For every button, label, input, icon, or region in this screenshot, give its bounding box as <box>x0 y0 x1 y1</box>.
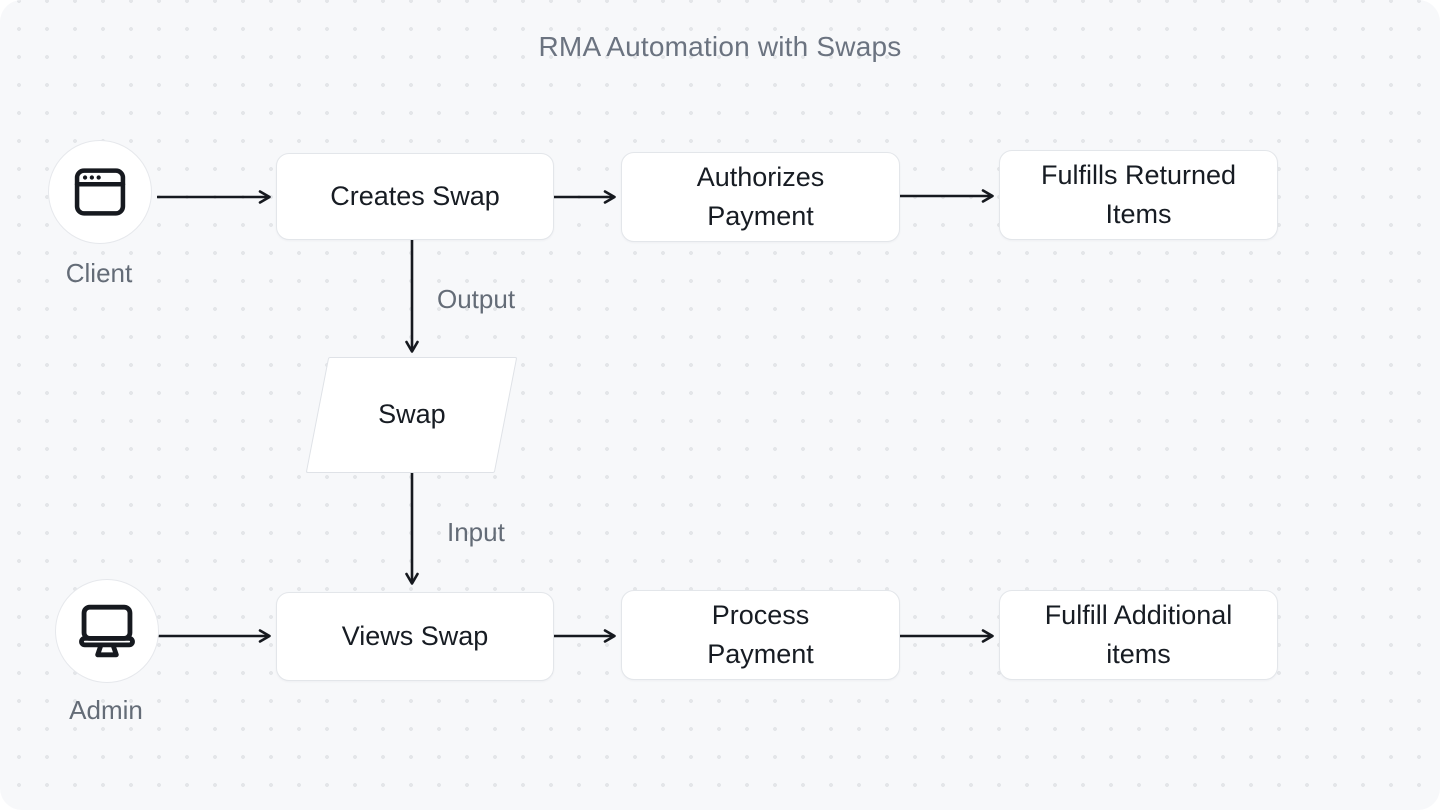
node-views-swap-label: Views Swap <box>341 620 489 651</box>
actor-client-label: Client <box>65 258 133 288</box>
edge-label-input: Input <box>447 517 505 547</box>
actor-admin[interactable] <box>55 579 159 683</box>
browser-window-icon <box>74 168 126 216</box>
node-authorizes-payment-label: Authorizes Payment <box>696 161 825 231</box>
actor-admin-label: Admin <box>69 695 143 725</box>
actor-client[interactable] <box>48 140 152 244</box>
node-process-payment[interactable]: Process Payment <box>621 590 900 680</box>
node-views-swap[interactable]: Views Swap <box>276 592 554 681</box>
node-creates-swap-label: Creates Swap <box>330 180 500 211</box>
node-swap-parallelogram[interactable]: Swap <box>305 357 518 473</box>
edge-label-output: Output <box>437 284 516 314</box>
node-fulfill-additional-items-label: Fulfill Additional items <box>1044 599 1233 669</box>
node-process-payment-label: Process Payment <box>707 599 814 669</box>
node-swap-label: Swap <box>377 399 446 430</box>
node-creates-swap[interactable]: Creates Swap <box>276 153 554 240</box>
monitor-icon <box>79 604 135 658</box>
node-authorizes-payment[interactable]: Authorizes Payment <box>621 152 900 242</box>
node-fulfills-returned-items-label: Fulfills Returned Items <box>1040 159 1237 229</box>
node-fulfills-returned-items[interactable]: Fulfills Returned Items <box>999 150 1278 240</box>
node-fulfill-additional-items[interactable]: Fulfill Additional items <box>999 590 1278 680</box>
diagram-title: RMA Automation with Swaps <box>538 31 902 62</box>
